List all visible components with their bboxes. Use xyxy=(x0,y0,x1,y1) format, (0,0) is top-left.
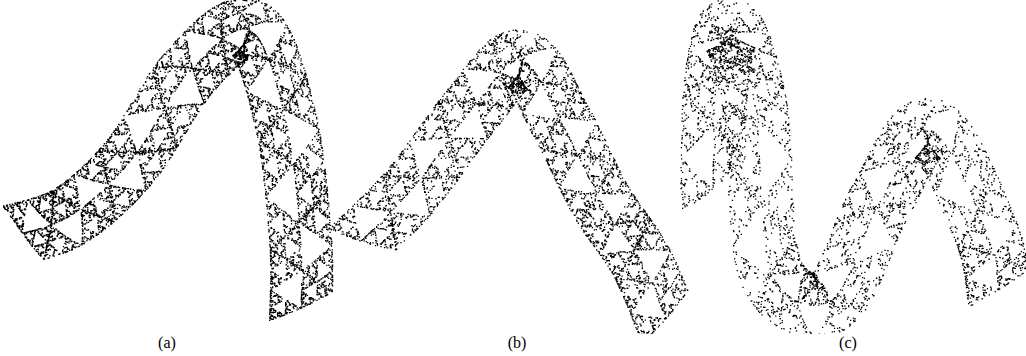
panel-label: (b) xyxy=(508,334,527,352)
fractal-attractor xyxy=(330,30,688,334)
panel-label: (c) xyxy=(839,334,857,352)
fractal-attractors xyxy=(0,0,1026,334)
fractal-attractor xyxy=(3,0,333,321)
panel-label: (a) xyxy=(158,334,176,352)
fractal-attractor xyxy=(680,0,1026,334)
